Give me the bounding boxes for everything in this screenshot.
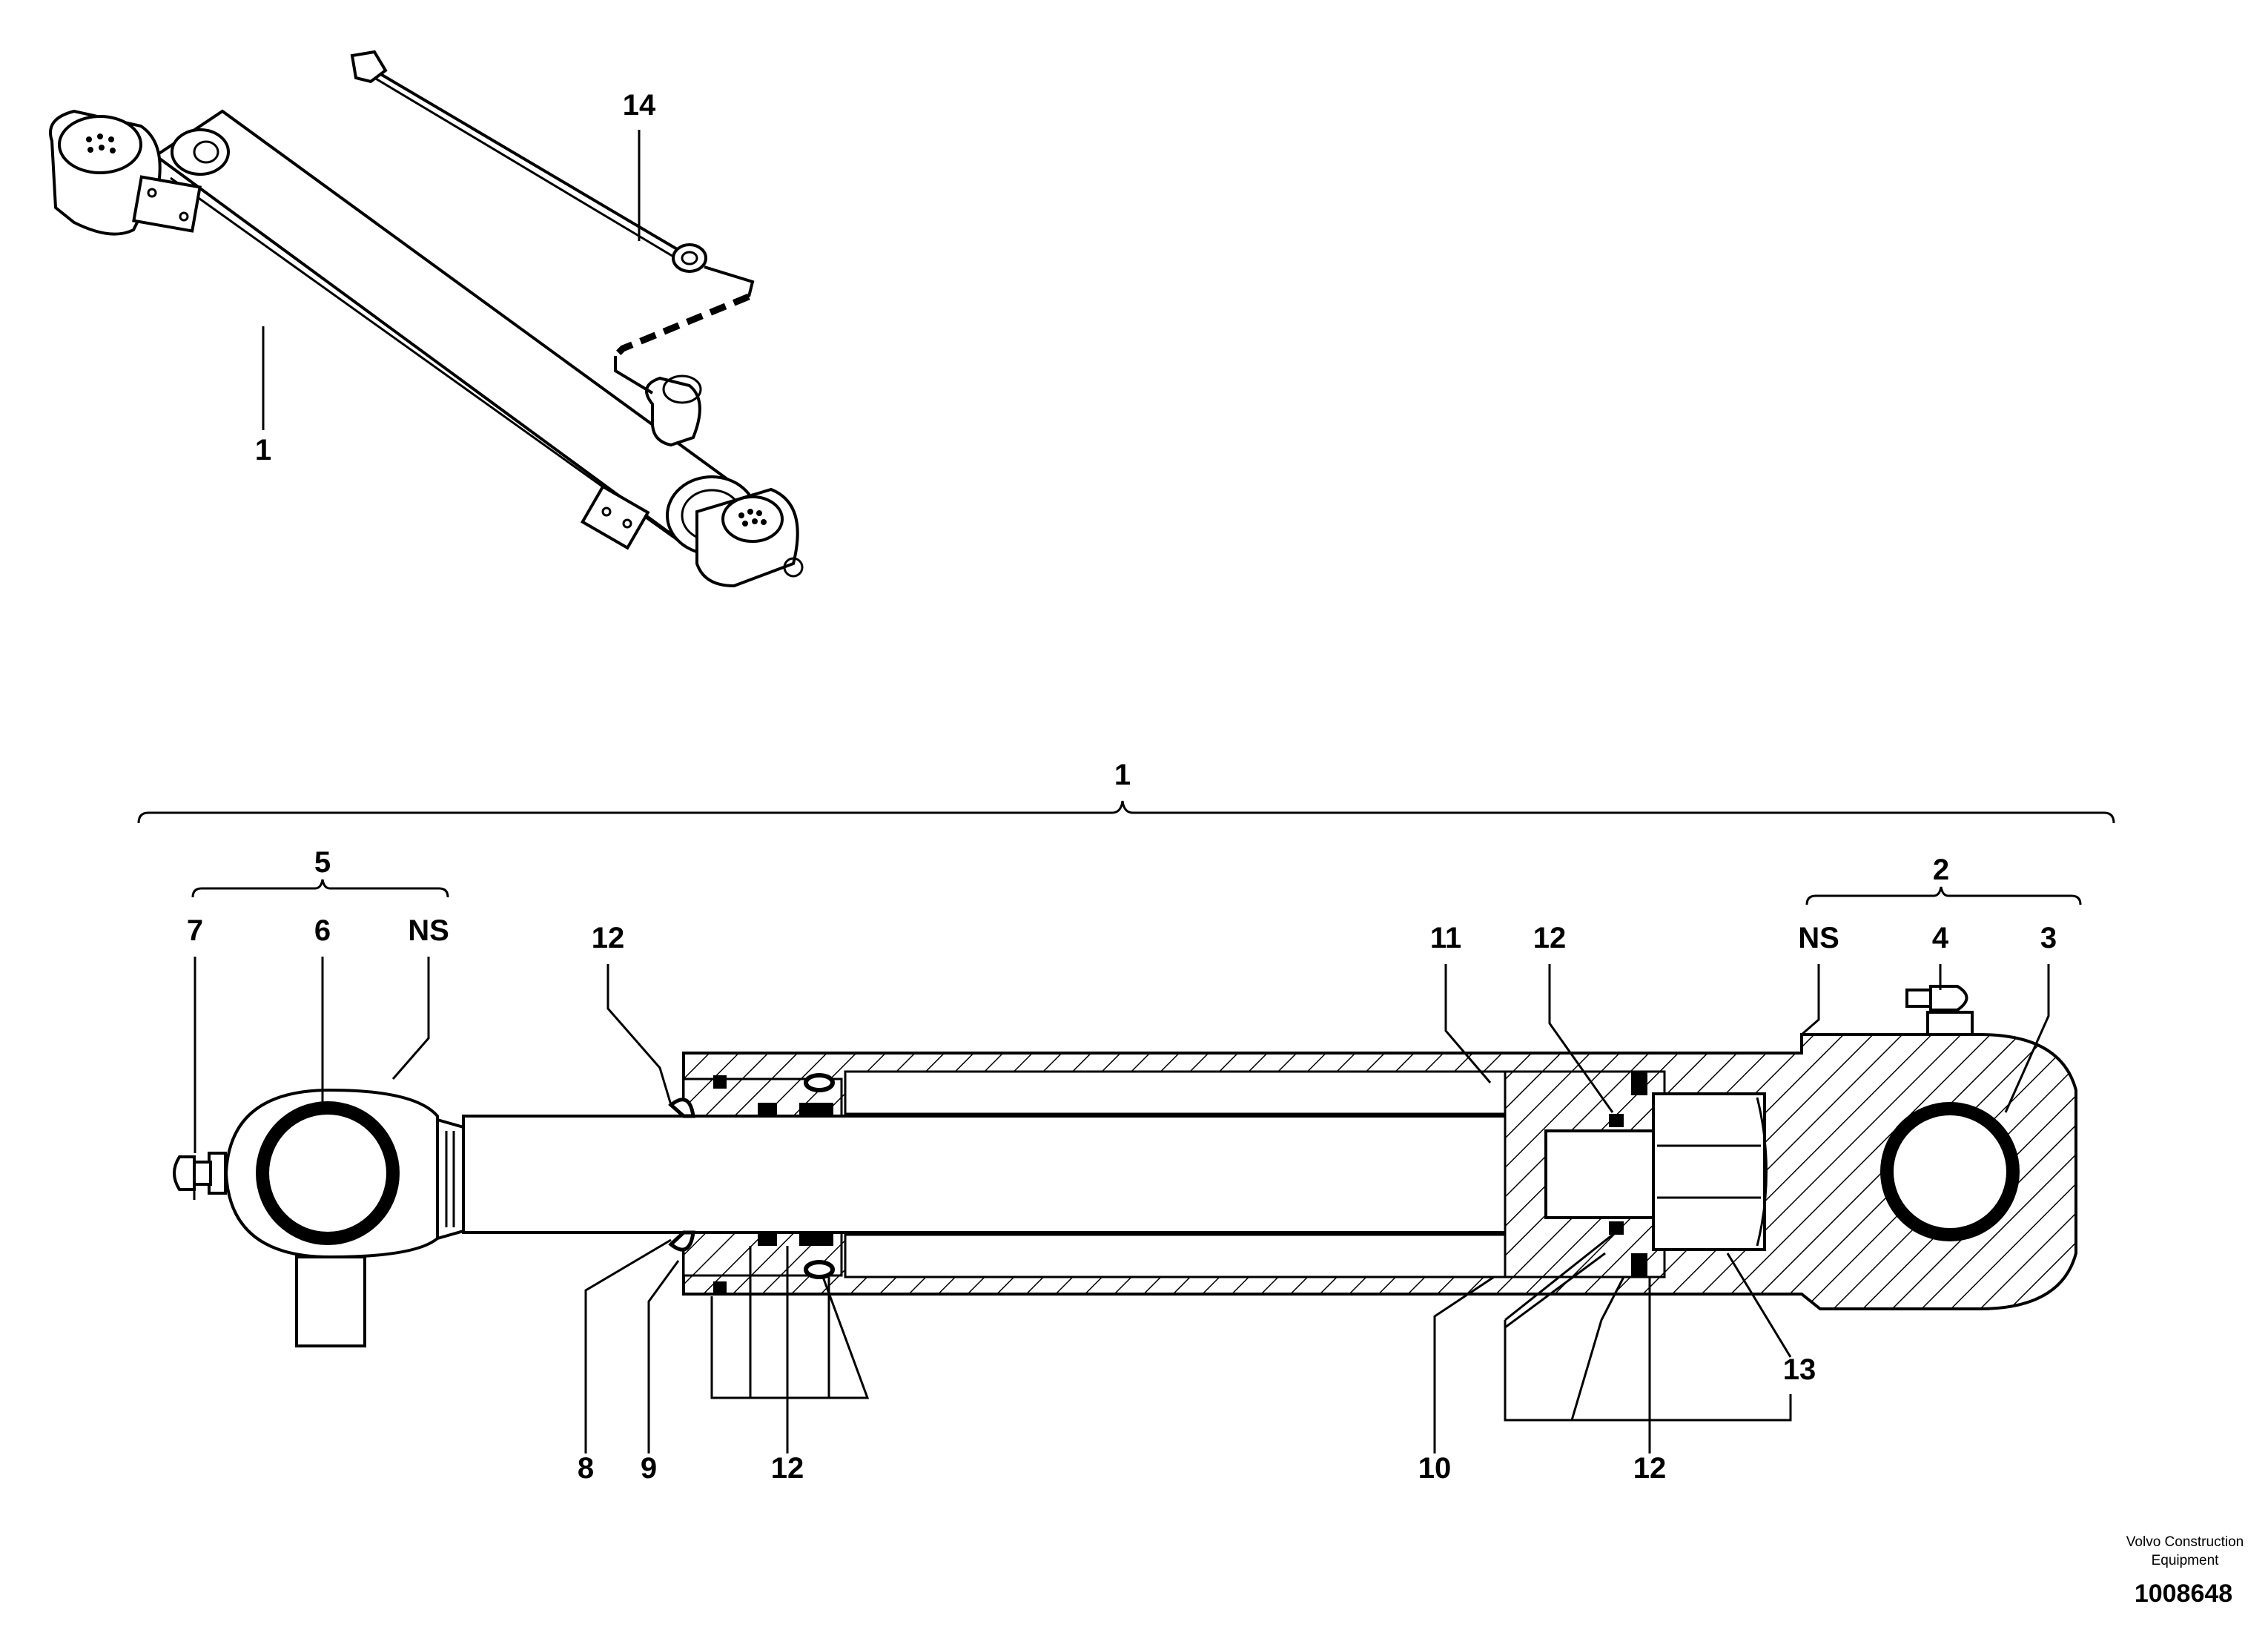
callout-5: 5 (314, 846, 331, 879)
brace-overall (137, 800, 2115, 824)
cylinder-barrel-section (462, 985, 2077, 1310)
callout-1-iso: 1 (255, 434, 271, 466)
cylinder-barrel (153, 109, 744, 536)
callout-9: 9 (641, 1452, 657, 1485)
leader-lines (194, 957, 2050, 1453)
illustration-number: 1008648 (2135, 1580, 2232, 1608)
bushing-left (256, 1101, 400, 1245)
callout-14: 14 (623, 89, 656, 122)
callout-2: 2 (1933, 854, 1949, 886)
cylinder-head-eye (49, 109, 230, 236)
callout-7: 7 (187, 914, 203, 947)
callout-12-b: 12 (1533, 922, 1567, 954)
callout-12-c: 12 (771, 1452, 804, 1485)
rod-eye-left (173, 1088, 465, 1347)
isometric-cylinder-view: 14 1 (49, 50, 804, 588)
grease-nipple-right (1905, 985, 1974, 1036)
callout-3: 3 (2040, 922, 2057, 954)
brace-2 (1805, 886, 2082, 905)
elbow-fitting (645, 374, 702, 447)
brand-line-2: Equipment (2152, 1553, 2220, 1568)
callout-10: 10 (1418, 1452, 1452, 1485)
callout-11: 11 (1430, 922, 1461, 954)
callout-1-top: 1 (1114, 759, 1131, 791)
callout-12-a: 12 (592, 922, 625, 954)
piston-nut (1652, 1092, 1766, 1251)
rod-end-eye (580, 475, 804, 588)
seals (713, 1072, 1647, 1295)
callout-ns-right: NS (1798, 922, 1839, 954)
callout-ns-left: NS (408, 914, 449, 947)
bushing-right (1880, 1102, 2020, 1241)
brace-5 (191, 879, 449, 898)
section-view: 1 5 2 (137, 759, 2115, 1485)
callout-8: 8 (578, 1452, 594, 1485)
grease-nipple-left (173, 1152, 227, 1200)
callout-6: 6 (314, 914, 331, 947)
callout-13: 13 (1783, 1353, 1816, 1386)
hydraulic-tube (350, 50, 755, 395)
brand-line-1: Volvo Construction (2126, 1534, 2244, 1550)
callout-4: 4 (1932, 922, 1949, 954)
callout-12-d: 12 (1633, 1452, 1667, 1485)
